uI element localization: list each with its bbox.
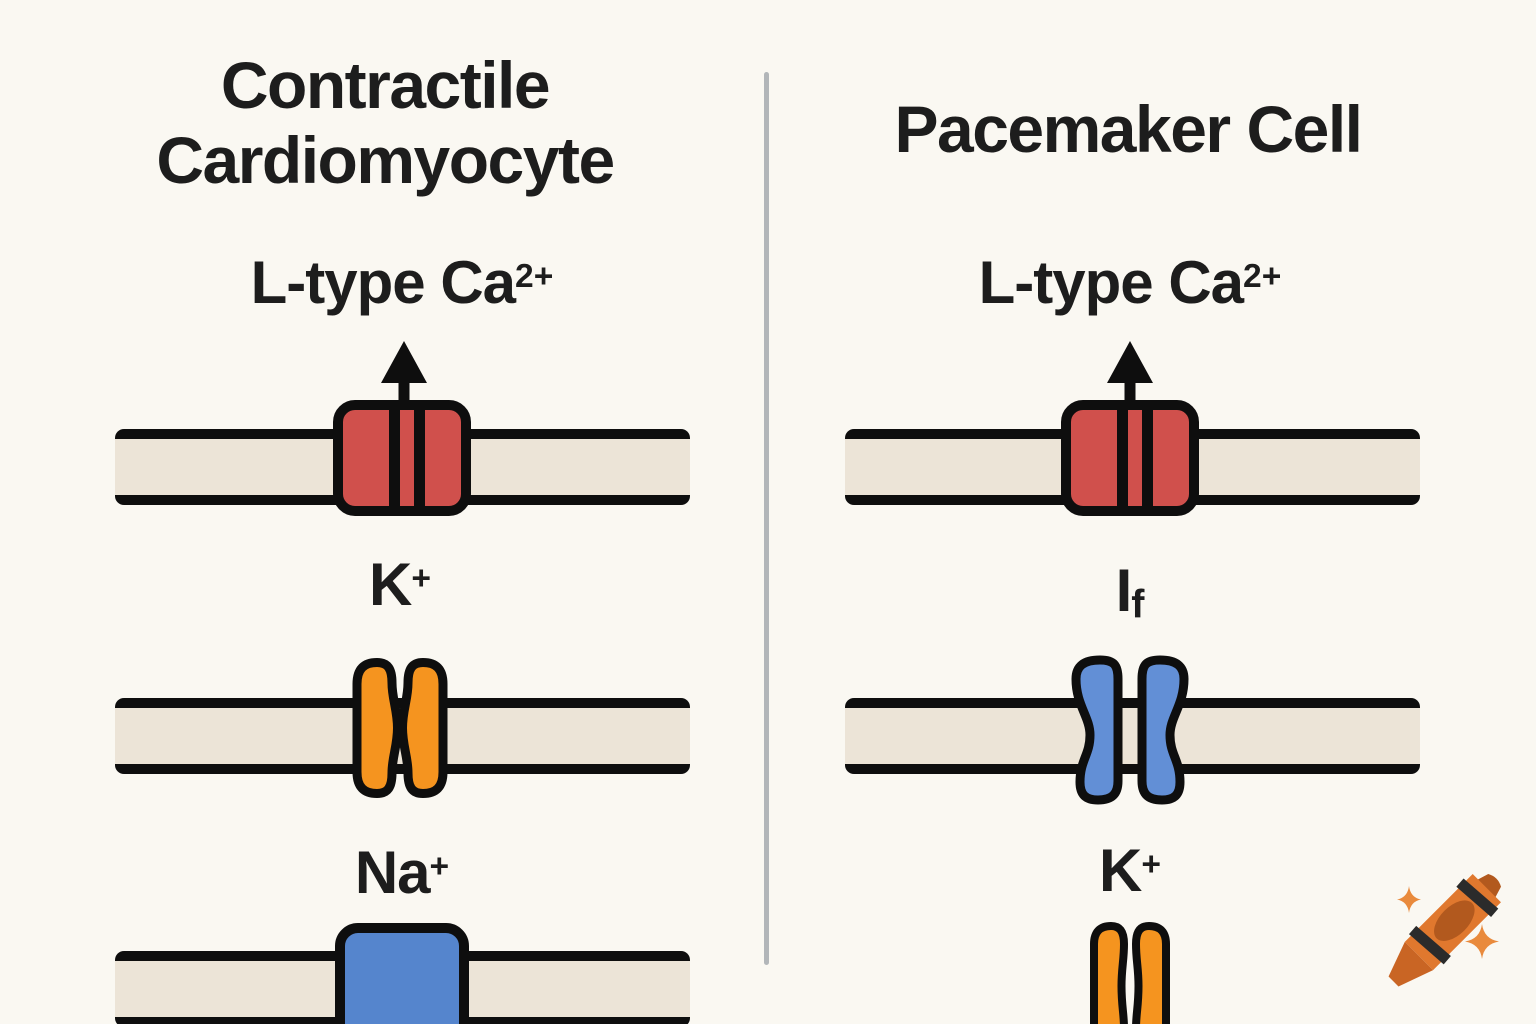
sodium-channel	[335, 923, 469, 1024]
label-base: K	[1099, 837, 1142, 904]
column-divider	[764, 72, 769, 965]
channel-label-potassium-right: K+	[830, 836, 1430, 905]
channel-label-sodium-left: Na+	[102, 838, 702, 907]
label-base: I	[1115, 557, 1133, 624]
label-superscript: +	[429, 848, 450, 886]
l-type-calcium-channel	[1061, 400, 1199, 516]
crayon-icon	[1388, 874, 1501, 987]
label-base: L-type Ca	[250, 249, 516, 316]
label-base: K	[369, 551, 412, 618]
label-superscript: +	[411, 560, 431, 598]
label-base: Na	[354, 839, 431, 906]
channel-label-potassium-left: K+	[100, 550, 700, 619]
label-superscript: +	[1141, 846, 1161, 884]
label-subscript: f	[1131, 582, 1145, 627]
membrane-band	[845, 698, 1420, 774]
channel-label-ltype-right: L-type Ca2+	[830, 248, 1430, 317]
label-superscript: 2+	[1243, 258, 1282, 296]
column-title-contractile: Contractile Cardiomyocyte	[156, 48, 615, 198]
potassium-channel	[1090, 922, 1170, 1024]
l-type-calcium-channel	[333, 400, 471, 516]
channel-label-ltype-left: L-type Ca2+	[102, 248, 702, 317]
sparkle-icon	[1397, 886, 1421, 913]
column-title-pacemaker: Pacemaker Cell	[894, 92, 1363, 166]
label-superscript: 2+	[515, 258, 554, 296]
sparkle-icon	[1465, 924, 1499, 959]
channel-label-funny-current: If	[830, 556, 1430, 627]
funny-current-channel	[1071, 655, 1189, 805]
label-base: L-type Ca	[978, 249, 1244, 316]
potassium-channel	[352, 658, 448, 798]
